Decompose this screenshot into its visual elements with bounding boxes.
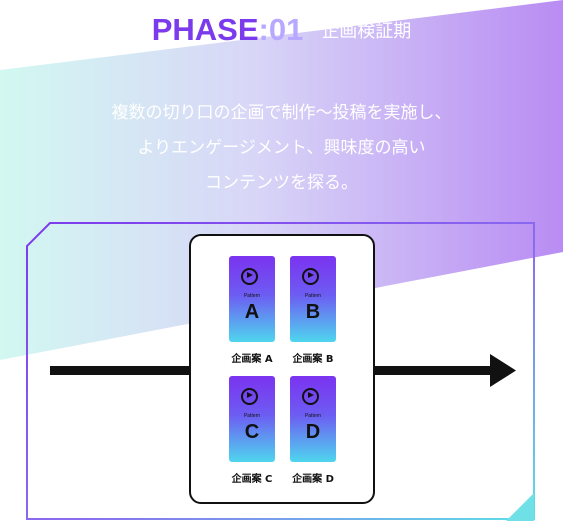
pattern-card-a[interactable]: Pattern A <box>229 256 275 342</box>
frame-corner-accent <box>506 493 534 521</box>
pattern-caption-b: 企画案 B <box>292 354 334 365</box>
pattern-label: Pattern <box>243 293 261 299</box>
description-line: 複数の切り口の企画で制作〜投稿を実施し、 <box>111 103 452 123</box>
phase-label: PHASE <box>151 12 259 47</box>
flow-line-left <box>50 366 191 375</box>
pattern-letter: D <box>305 421 321 443</box>
description: 複数の切り口の企画で制作〜投稿を実施し、 よりエンゲージメント、興味度の高い コ… <box>0 96 563 201</box>
pattern-label: Pattern <box>243 413 261 419</box>
phase-title: PHASE:01 企画検証期 <box>0 12 563 48</box>
description-line: コンテンツを探る。 <box>205 173 358 193</box>
play-icon <box>302 388 319 405</box>
phase-number: :01 <box>258 12 304 47</box>
play-icon <box>302 268 319 285</box>
pattern-card-b[interactable]: Pattern B <box>290 256 336 342</box>
description-line: よりエンゲージメント、興味度の高い <box>137 138 426 158</box>
pattern-caption-c: 企画案 C <box>231 474 273 485</box>
pattern-card-c[interactable]: Pattern C <box>229 376 275 462</box>
pattern-panel <box>189 234 375 504</box>
pattern-card-d[interactable]: Pattern D <box>290 376 336 462</box>
flow-line-right <box>375 366 493 375</box>
play-icon <box>241 268 258 285</box>
pattern-label: Pattern <box>304 413 322 419</box>
play-icon <box>241 388 258 405</box>
pattern-caption-d: 企画案 D <box>292 474 334 485</box>
frame-border <box>26 222 535 520</box>
pattern-label: Pattern <box>304 293 322 299</box>
phase-subtitle: 企画検証期 <box>321 21 412 42</box>
pattern-letter: A <box>244 301 260 323</box>
pattern-letter: B <box>305 301 321 323</box>
pattern-letter: C <box>244 421 260 443</box>
pattern-caption-a: 企画案 A <box>231 354 273 365</box>
arrow-right-icon <box>490 354 516 387</box>
